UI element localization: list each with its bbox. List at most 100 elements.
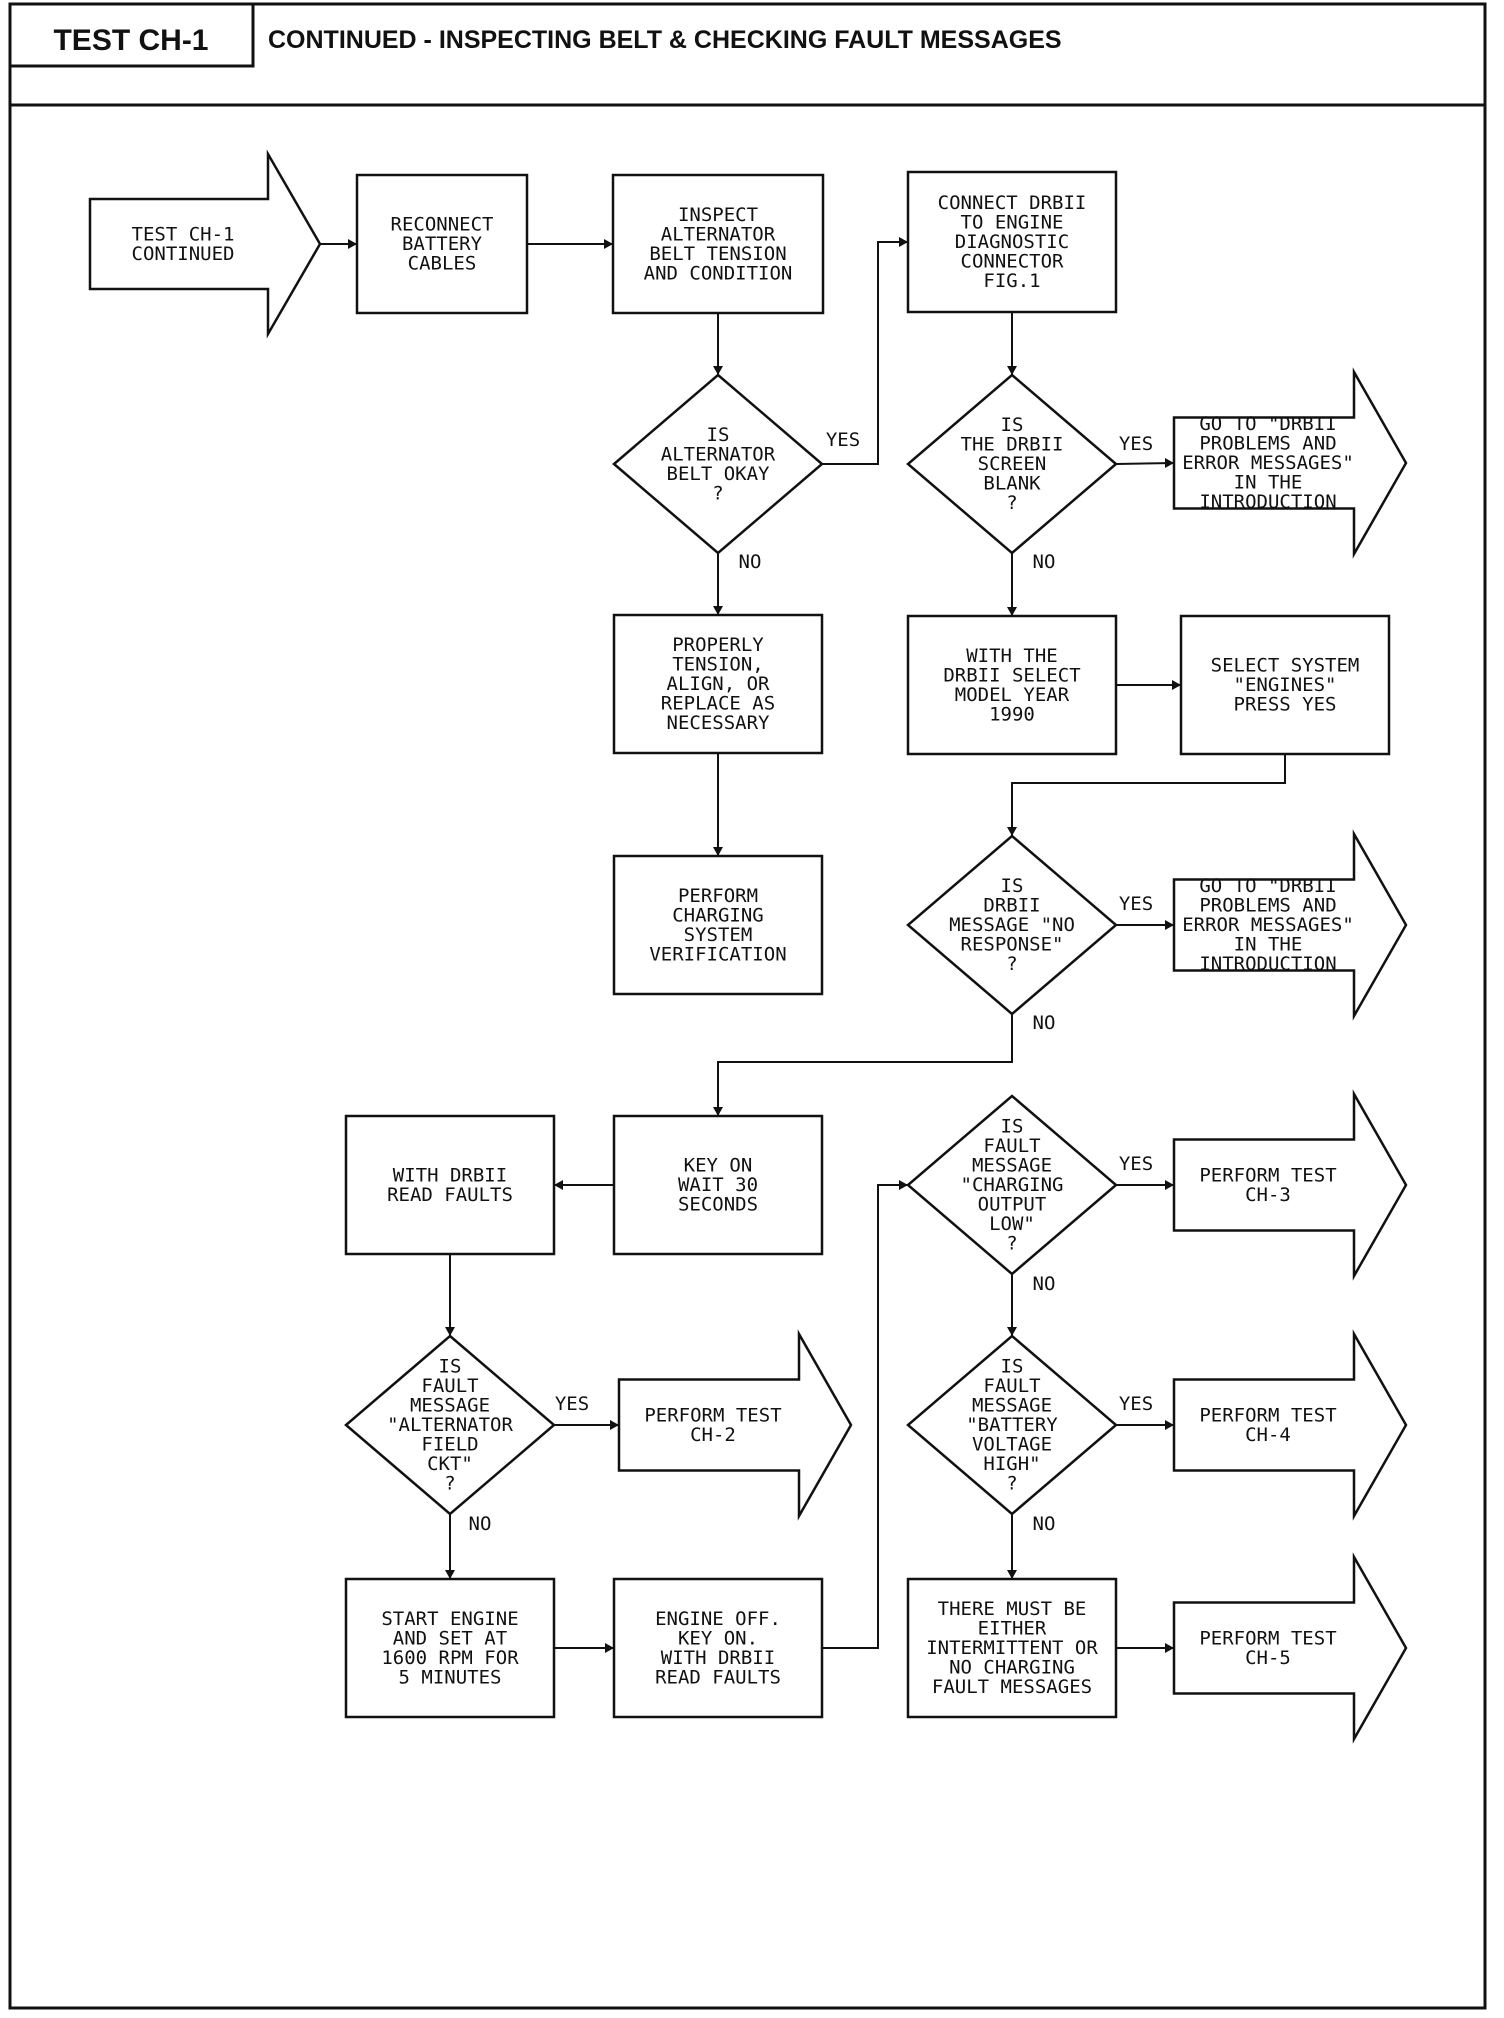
- connector-battvolt-to-ch4: YES: [1116, 1393, 1174, 1430]
- node-label-line: PERFORM TEST: [1199, 1404, 1336, 1426]
- node-label-line: TEST CH-1: [132, 223, 235, 245]
- connector-connect-to-blank: [1007, 312, 1017, 375]
- connector-line: [717, 1014, 1013, 1116]
- edge-label: YES: [826, 429, 860, 451]
- connector-intermittent-to-ch5: [1116, 1643, 1174, 1653]
- decision-diamond: [906, 1094, 1118, 1276]
- node-label-line: START ENGINE: [381, 1608, 518, 1630]
- arrowhead: [713, 1107, 723, 1116]
- connector-field-to-startengine: NO: [445, 1513, 491, 1579]
- node-label-line: IS: [1001, 875, 1024, 897]
- node-label-line: ?: [1006, 492, 1017, 514]
- node-label-line: PERFORM: [678, 885, 758, 907]
- process-box: [611, 173, 825, 315]
- node-label-line: CH-2: [690, 1424, 736, 1446]
- node-label-line: WAIT 30: [678, 1174, 758, 1196]
- node-label-line: CHARGING: [672, 904, 764, 926]
- connector-line: [822, 1184, 908, 1649]
- node-label-line: IN THE: [1234, 472, 1303, 494]
- flow-arrow-shape: [1172, 1329, 1408, 1521]
- node-label-line: REPLACE AS: [661, 693, 775, 715]
- edge-label: NO: [1033, 1513, 1056, 1535]
- node-label-line: FAULT: [421, 1375, 478, 1397]
- edge-label: YES: [1119, 433, 1153, 455]
- node-label-line: PROBLEMS AND: [1199, 433, 1336, 455]
- node-label-line: ENGINE OFF.: [655, 1608, 781, 1630]
- node-label-line: FIELD: [421, 1434, 478, 1456]
- node-label-line: AND SET AT: [393, 1627, 507, 1649]
- process-box: [906, 170, 1118, 314]
- arrowhead: [1165, 920, 1174, 930]
- node-label-line: PRESS YES: [1234, 694, 1337, 716]
- arrowhead: [713, 847, 723, 856]
- connector-blank-to-model: NO: [1007, 551, 1055, 616]
- node-label-line: PROBLEMS AND: [1199, 895, 1336, 917]
- node-label-line: RECONNECT: [391, 214, 494, 236]
- connector-keyon-to-read1: [554, 1180, 614, 1190]
- connector-field-to-ch2: YES: [554, 1393, 619, 1430]
- connector-line: [1011, 754, 1286, 836]
- node-label-line: "ALTERNATOR: [387, 1414, 513, 1436]
- process-box: [906, 1577, 1118, 1719]
- node-label-line: SCREEN: [978, 453, 1047, 475]
- arrowhead: [1007, 366, 1017, 375]
- connector-tension-to-verify: [713, 753, 723, 856]
- node-label-line: IS: [439, 1356, 462, 1378]
- node-label-line: READ FAULTS: [655, 1666, 781, 1688]
- node-label-line: RESPONSE": [961, 934, 1064, 956]
- node-label-line: IN THE: [1234, 934, 1303, 956]
- connector-line: [1115, 462, 1175, 465]
- node-label-line: IS: [1001, 1356, 1024, 1378]
- node-label-line: SELECT SYSTEM: [1211, 655, 1360, 677]
- node-label-line: WITH THE: [966, 645, 1058, 667]
- arrowhead: [713, 366, 723, 375]
- connector-blank-to-goto1: YES: [1115, 433, 1175, 468]
- arrowhead: [1165, 458, 1174, 468]
- arrowhead: [1007, 827, 1017, 836]
- process-box: [612, 613, 824, 755]
- node-label-line: SECONDS: [678, 1194, 758, 1216]
- connector-noresp-to-keyon: NO: [713, 1012, 1055, 1116]
- node-label-line: INTRODUCTION: [1199, 953, 1336, 975]
- connector-belt-ok-to-connect: YES: [822, 237, 908, 465]
- arrowhead: [610, 1420, 619, 1430]
- edge-label: NO: [1033, 551, 1056, 573]
- node-label-line: ERROR MESSAGES": [1182, 914, 1354, 936]
- node-label-line: ALIGN, OR: [667, 673, 771, 695]
- node-label-line: MODEL YEAR: [955, 684, 1070, 706]
- decision-diamond: [906, 834, 1118, 1016]
- node-label-line: TENSION,: [672, 654, 764, 676]
- node-label-line: CH-5: [1245, 1647, 1291, 1669]
- node-label-line: PERFORM TEST: [1199, 1627, 1336, 1649]
- node-label-line: CABLES: [408, 253, 477, 275]
- node-label-line: ALTERNATOR: [661, 223, 776, 245]
- node-label-line: IS: [1001, 1116, 1024, 1138]
- connector-line: [822, 241, 908, 465]
- process-box: [355, 173, 529, 315]
- arrowhead: [899, 237, 908, 247]
- node-label-line: PERFORM TEST: [1199, 1164, 1336, 1186]
- connector-noresp-to-goto2: YES: [1116, 893, 1174, 930]
- node-label-line: TO ENGINE: [961, 212, 1064, 234]
- node-label-line: PERFORM TEST: [644, 1404, 781, 1426]
- node-label-line: GO TO "DRBII: [1199, 413, 1336, 435]
- flow-arrow-shape: [1172, 1089, 1408, 1281]
- node-label-line: CKT": [427, 1453, 473, 1475]
- edge-label: YES: [1119, 1393, 1153, 1415]
- edge-label: NO: [1033, 1273, 1056, 1295]
- node-label-line: 1600 RPM FOR: [381, 1647, 519, 1669]
- node-label-line: MESSAGE "NO: [949, 914, 1075, 936]
- connector-belt-ok-to-tension: NO: [713, 551, 761, 615]
- arrowhead: [713, 606, 723, 615]
